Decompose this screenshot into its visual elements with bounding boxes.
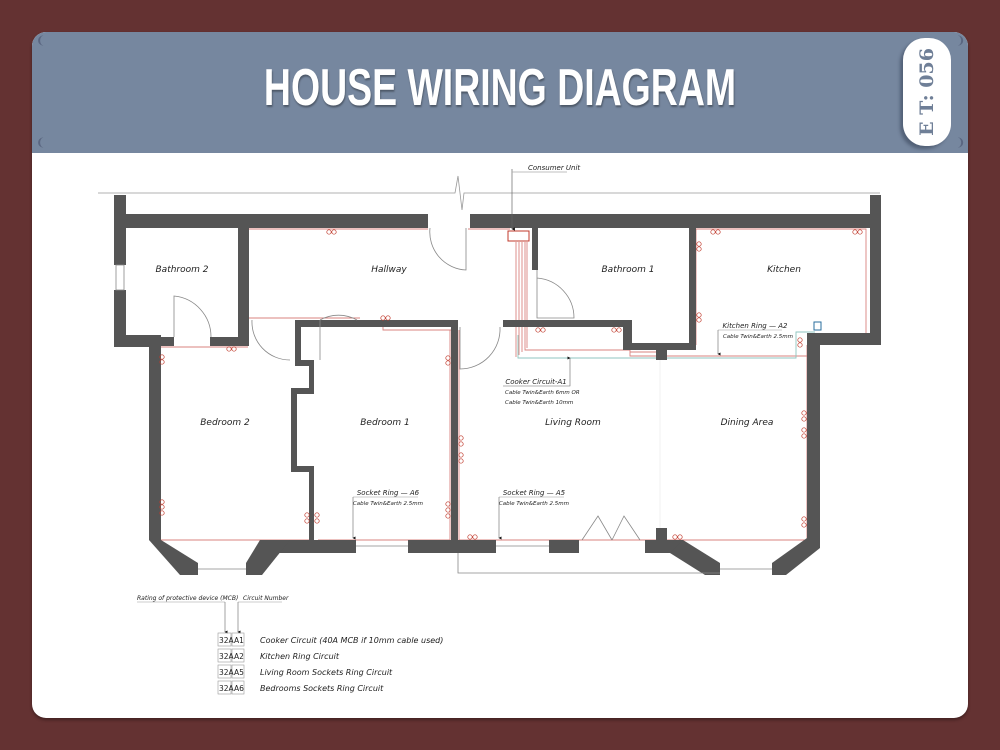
legend-row: 32A A6 Bedrooms Sockets Ring Circuit [217,680,384,695]
svg-text:Socket Ring — A5: Socket Ring — A5 [503,489,566,497]
consumer-unit-label: Consumer Unit [528,164,580,172]
svg-text:Cooker Circuit (40A MCB if 10m: Cooker Circuit (40A MCB if 10mm cable us… [260,636,443,645]
svg-text:32A: 32A [219,684,235,693]
annotation-cooker-circuit: Cooker Circuit-A1 Cable Twin&Earth 6mm O… [503,356,580,406]
svg-text:Cooker Circuit-A1: Cooker Circuit-A1 [505,378,566,386]
legend-row: 32A A2 Kitchen Ring Circuit [217,648,340,663]
annotation-socket-ring-a5: Socket Ring — A5 Cable Twin&Earth 2.5mm [498,489,569,540]
room-label-bathroom2: Bathroom 2 [156,265,209,275]
svg-text:Living Room Sockets Ring Circu: Living Room Sockets Ring Circuit [260,668,393,677]
legend: Rating of protective device (MCB) Circui… [137,595,443,695]
cooker-wire [517,331,815,359]
cooker-isolator-icon [813,321,822,331]
room-label-dining-area: Dining Area [721,418,774,428]
annotation-kitchen-ring: Kitchen Ring — A2 Cable Twin&Earth 2.5mm [717,322,793,356]
svg-text:Socket Ring — A6: Socket Ring — A6 [357,489,420,497]
corner-ornament-icon: ❨ [36,137,46,149]
room-label-living-room: Living Room [545,418,601,428]
svg-text:A1: A1 [234,636,244,645]
socket-outlets [159,229,863,540]
corner-ornament-icon: ❩ [956,137,966,149]
room-label-kitchen: Kitchen [767,265,801,275]
property-boundary [98,175,880,211]
svg-text:32A: 32A [219,652,235,661]
svg-text:Cable Twin&Earth 2.5mm: Cable Twin&Earth 2.5mm [353,501,423,507]
room-label-bathroom1: Bathroom 1 [602,265,655,275]
page-title: HOUSE WIRING DIAGRAM [263,59,737,117]
svg-text:Bedrooms Sockets Ring Circuit: Bedrooms Sockets Ring Circuit [260,684,384,693]
code-badge: E T: 056 [903,38,951,146]
svg-text:32A: 32A [219,636,235,645]
walls [114,195,881,575]
svg-text:32A: 32A [219,668,235,677]
svg-text:Kitchen Ring — A2: Kitchen Ring — A2 [723,322,788,330]
corner-ornament-icon: ❩ [956,35,966,47]
legend-row: 32A A1 Cooker Circuit (40A MCB if 10mm c… [217,632,443,647]
room-labels: Bathroom 2 Hallway Bathroom 1 Kitchen Be… [156,265,802,428]
annotation-socket-ring-a6: Socket Ring — A6 Cable Twin&Earth 2.5mm [352,489,423,540]
svg-text:Cable Twin&Earth 10mm: Cable Twin&Earth 10mm [505,400,573,406]
legend-circuit-label: Circuit Number [243,595,289,602]
room-label-bedroom1: Bedroom 1 [360,418,410,428]
legend-rating-label: Rating of protective device (MCB) [137,595,238,602]
svg-text:Cable Twin&Earth 6mm OR: Cable Twin&Earth 6mm OR [505,390,580,396]
svg-text:A2: A2 [234,652,244,661]
svg-text:A6: A6 [234,684,244,693]
svg-text:Kitchen Ring Circuit: Kitchen Ring Circuit [260,652,340,661]
header-bar: ❨ ❨ ❩ ❩ HOUSE WIRING DIAGRAM E T: 056 [32,32,968,153]
legend-row: 32A A5 Living Room Sockets Ring Circuit [217,664,393,679]
wiring [125,228,867,541]
svg-text:Cable Twin&Earth 2.5mm: Cable Twin&Earth 2.5mm [499,501,569,507]
svg-text:A5: A5 [234,668,244,677]
room-label-hallway: Hallway [371,265,407,275]
svg-text:Cable Twin&Earth 2.5mm: Cable Twin&Earth 2.5mm [723,334,793,340]
corner-ornament-icon: ❨ [36,35,46,47]
consumer-unit: Consumer Unit [507,164,580,242]
room-label-bedroom2: Bedroom 2 [200,418,250,428]
openings [115,227,772,574]
